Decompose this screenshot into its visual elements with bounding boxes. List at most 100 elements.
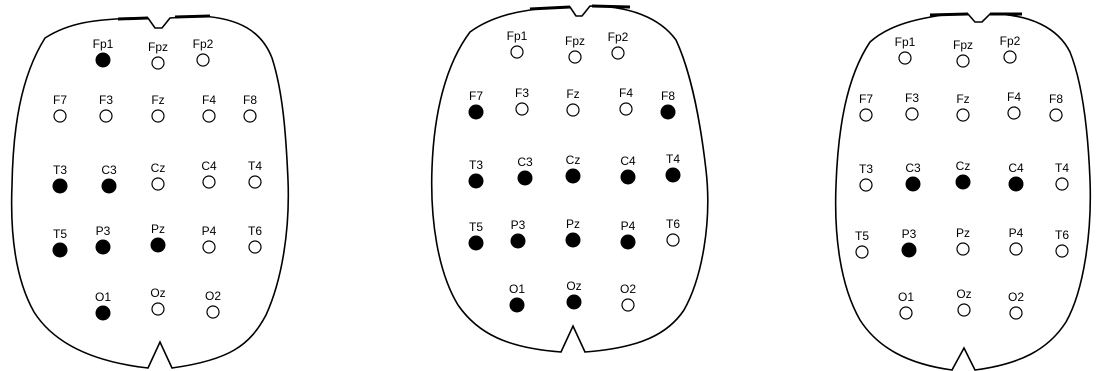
electrode-label-f4: F4 xyxy=(619,86,633,100)
electrode-label-c3: C3 xyxy=(101,163,117,177)
electrode-label-fp2: Fp2 xyxy=(608,30,629,44)
electrode-marker-active xyxy=(906,177,920,191)
electrode-marker-inactive xyxy=(622,299,634,311)
electrode-marker-inactive xyxy=(1010,243,1022,255)
head-diagram-panel-1: Fp1FpzFp2F7F3FzF4F8T3C3CzC4T4T5P3PzP4T6O… xyxy=(12,16,289,368)
electrode-marker-active xyxy=(566,233,580,247)
forehead-mark xyxy=(530,7,570,9)
electrode-label-oz: Oz xyxy=(956,287,971,301)
electrode-marker-active xyxy=(902,243,916,257)
electrode-label-f3: F3 xyxy=(515,86,529,100)
electrode-marker-active xyxy=(567,295,581,309)
electrode-marker-active xyxy=(469,174,483,188)
forehead-mark xyxy=(175,16,210,17)
electrode-marker-active xyxy=(511,234,525,248)
electrode-label-f7: F7 xyxy=(469,89,483,103)
electrode-label-fp1: Fp1 xyxy=(507,29,528,43)
forehead-mark xyxy=(592,6,630,7)
electrode-marker-active xyxy=(151,238,165,252)
electrode-label-f7: F7 xyxy=(859,92,873,106)
electrode-marker-inactive xyxy=(569,51,581,63)
electrode-label-p3: P3 xyxy=(902,227,917,241)
electrode-marker-inactive xyxy=(152,57,164,69)
electrode-marker-inactive xyxy=(1050,109,1062,121)
electrode-marker-inactive xyxy=(900,307,912,319)
electrode-marker-inactive xyxy=(612,47,624,59)
electrode-label-t4: T4 xyxy=(666,152,680,166)
electrode-label-t3: T3 xyxy=(53,163,67,177)
electrode-label-o2: O2 xyxy=(620,282,636,296)
electrode-label-c3: C3 xyxy=(905,161,921,175)
electrode-marker-active xyxy=(621,235,635,249)
electrode-label-p4: P4 xyxy=(621,219,636,233)
electrode-label-p4: P4 xyxy=(1009,226,1024,240)
electrode-marker-inactive xyxy=(511,46,523,58)
electrode-label-fp1: Fp1 xyxy=(895,35,916,49)
electrode-marker-inactive xyxy=(152,178,164,190)
electrode-marker-inactive xyxy=(1004,51,1016,63)
electrode-marker-inactive xyxy=(203,241,215,253)
forehead-mark xyxy=(118,18,148,19)
electrode-marker-active xyxy=(956,175,970,189)
electrode-marker-inactive xyxy=(100,110,112,122)
electrode-label-t6: T6 xyxy=(1055,228,1069,242)
electrode-marker-active xyxy=(666,168,680,182)
electrode-marker-inactive xyxy=(207,306,219,318)
electrode-label-t4: T4 xyxy=(248,159,262,173)
electrode-label-pz: Pz xyxy=(566,217,580,231)
forehead-mark xyxy=(930,14,968,15)
electrode-label-c4: C4 xyxy=(201,159,217,173)
electrode-label-o1: O1 xyxy=(898,290,914,304)
electrode-label-pz: Pz xyxy=(151,222,165,236)
electrode-marker-inactive xyxy=(1010,307,1022,319)
electrode-marker-inactive xyxy=(957,243,969,255)
electrode-marker-inactive xyxy=(249,241,261,253)
electrode-marker-inactive xyxy=(197,54,209,66)
electrode-label-p3: P3 xyxy=(511,218,526,232)
electrode-marker-inactive xyxy=(567,104,579,116)
electrode-marker-inactive xyxy=(1008,107,1020,119)
electrode-label-cz: Cz xyxy=(956,159,971,173)
electrode-marker-inactive xyxy=(54,110,66,122)
electrode-label-c4: C4 xyxy=(1008,161,1024,175)
electrode-marker-inactive xyxy=(667,234,679,246)
electrode-label-fpz: Fpz xyxy=(953,38,973,52)
electrode-label-p4: P4 xyxy=(202,224,217,238)
electrode-label-fp2: Fp2 xyxy=(193,37,214,51)
electrode-marker-active xyxy=(96,240,110,254)
electrode-label-oz: Oz xyxy=(150,286,165,300)
electrode-marker-inactive xyxy=(899,52,911,64)
electrode-label-f4: F4 xyxy=(1007,90,1021,104)
electrode-label-fp1: Fp1 xyxy=(93,37,114,51)
electrode-marker-inactive xyxy=(957,55,969,67)
electrode-marker-active xyxy=(518,171,532,185)
electrode-label-f8: F8 xyxy=(661,89,675,103)
electrode-marker-inactive xyxy=(203,176,215,188)
electrode-label-t5: T5 xyxy=(469,220,483,234)
electrode-label-c4: C4 xyxy=(620,154,636,168)
electrode-marker-active xyxy=(1009,177,1023,191)
electrode-marker-active xyxy=(510,298,524,312)
electrode-label-f3: F3 xyxy=(905,91,919,105)
electrode-marker-inactive xyxy=(1056,178,1068,190)
electrode-label-o1: O1 xyxy=(509,282,525,296)
electrode-label-p3: P3 xyxy=(96,224,111,238)
electrode-marker-active xyxy=(469,236,483,250)
electrode-label-pz: Pz xyxy=(956,226,970,240)
electrode-label-fz: Fz xyxy=(956,92,969,106)
electrode-marker-inactive xyxy=(152,303,164,315)
electrode-label-o2: O2 xyxy=(205,289,221,303)
electrode-marker-inactive xyxy=(860,109,872,121)
electrode-label-c3: C3 xyxy=(517,155,533,169)
electrode-label-t5: T5 xyxy=(855,229,869,243)
electrode-label-f3: F3 xyxy=(99,93,113,107)
electrode-marker-active xyxy=(469,105,483,119)
electrode-label-fz: Fz xyxy=(151,93,164,107)
electrode-marker-inactive xyxy=(958,304,970,316)
electrode-marker-inactive xyxy=(906,108,918,120)
electrode-label-cz: Cz xyxy=(566,153,581,167)
electrode-label-t6: T6 xyxy=(666,217,680,231)
electrode-marker-inactive xyxy=(1056,245,1068,257)
electrode-marker-inactive xyxy=(152,110,164,122)
